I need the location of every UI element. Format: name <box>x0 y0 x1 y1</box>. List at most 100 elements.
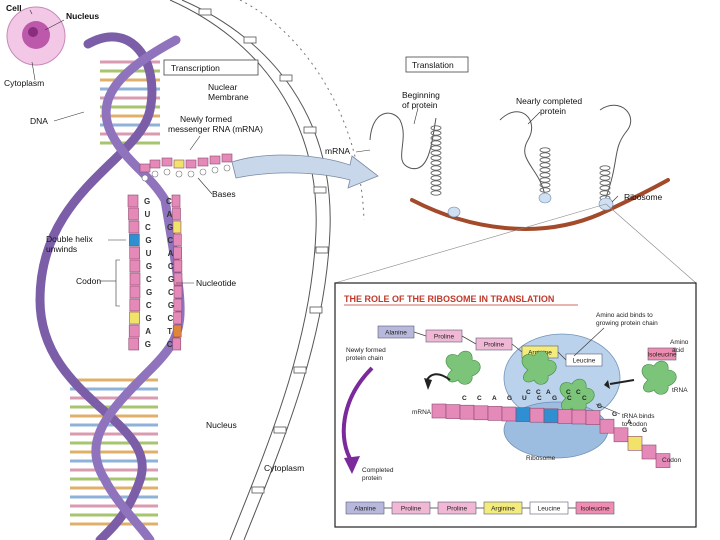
dna-nucleotide <box>173 246 182 260</box>
mrna-new-line1: Newly formed <box>180 114 232 124</box>
protein-coil <box>430 150 442 156</box>
protein-coil <box>430 125 442 131</box>
ribosome-label: Ribosome <box>624 192 663 202</box>
codon-base-letter: G <box>612 411 617 418</box>
newly-formed-chain-line2: protein chain <box>346 355 384 362</box>
protein-coil <box>599 190 611 196</box>
codon-bracket <box>115 259 120 307</box>
bases-label: Bases <box>212 189 236 199</box>
protein-coil <box>539 147 551 153</box>
protein-coil <box>430 140 442 146</box>
completed-amino-box <box>575 501 615 515</box>
dna-base-letter: C <box>168 262 174 271</box>
mrna-nucleotide <box>129 311 140 325</box>
trna-binds-line1: tRNA binds <box>622 413 655 420</box>
inset-mrna-nucleotide <box>557 409 573 424</box>
beginning-protein-label: Beginning of protein <box>402 90 442 110</box>
inset-mrna-nucleotide <box>431 403 447 419</box>
membrane-pore <box>303 126 317 134</box>
base-circle <box>175 170 183 178</box>
mrna-base-letter: A <box>145 327 151 336</box>
dna-nucleotide <box>173 298 183 312</box>
dna-nucleotide <box>173 233 182 247</box>
transcription-label: Transcription <box>171 63 220 73</box>
membrane-pore <box>293 366 307 374</box>
nuclear-membrane-line2: Membrane <box>208 92 249 102</box>
membrane-pore <box>198 8 212 16</box>
inset-mrna-nucleotide <box>459 404 475 420</box>
amino-binds-label: Amino acid binds to growing protein chai… <box>596 312 658 327</box>
inset-mrna-nucleotide <box>445 404 461 419</box>
newly-formed-chain-line1: Newly formed <box>346 347 386 354</box>
mrna-tail-segment <box>197 157 209 167</box>
trna-molecules <box>445 350 677 413</box>
nucleus-bottom-label: Nucleus <box>206 420 237 430</box>
translation-leaders <box>355 107 619 203</box>
inset-mrna-nucleotide <box>655 453 671 468</box>
amino-acid-box-label: Alanine <box>385 330 407 337</box>
protein-coil <box>599 180 611 186</box>
codon-base-letter: C <box>537 395 542 402</box>
inset-mrna-nucleotide <box>571 409 587 425</box>
codon-base-letter: C <box>582 395 587 402</box>
mrna-base-letter: G <box>146 262 152 271</box>
inset-mrna-label: mRNA <box>412 409 432 416</box>
dna-base-letter: C <box>168 314 174 323</box>
dna-base-letter: G <box>167 223 173 232</box>
dna-base-letter: C <box>167 340 173 349</box>
dna-base-letter: G <box>168 301 174 310</box>
translation-label: Translation <box>412 60 454 70</box>
anticodon-letter: C <box>566 389 571 396</box>
membrane-pore <box>313 186 327 194</box>
free-amino-box <box>647 347 677 361</box>
completed-protein-line1: Completed <box>362 467 394 474</box>
codon-base-letter: G <box>507 395 512 402</box>
ribosome-inset: THE ROLE OF THE RIBOSOME IN TRANSLATION … <box>334 282 697 528</box>
inset-mrna-nucleotide <box>515 407 531 422</box>
trna-entry-arrow <box>609 379 635 385</box>
completed-amino-box-label: Alanine <box>354 506 376 513</box>
nearly-completed-line2: protein <box>540 106 566 116</box>
mrna-new-line2: messenger RNA (mRNA) <box>168 124 263 134</box>
membrane-pore <box>309 306 323 314</box>
mrna-tail-segment <box>161 157 173 167</box>
dna-nucleotide <box>173 272 183 286</box>
newly-formed-chain-label: Newly formed protein chain <box>346 347 388 362</box>
peptide-bond <box>413 331 427 337</box>
codon-base-letter: A <box>492 395 497 402</box>
protein-coil <box>599 185 611 191</box>
membrane-pores <box>198 8 329 494</box>
mrna-base-letter: G <box>145 236 151 245</box>
amino-acid-line2: acid <box>672 347 684 354</box>
protein-coil <box>430 160 442 166</box>
mrna-nucleotide <box>129 246 140 260</box>
mrna-tail-segment <box>173 159 185 169</box>
chain-release-arrow <box>341 366 374 464</box>
base-circle <box>223 164 231 172</box>
inset-mrna-nucleotide <box>613 427 629 443</box>
trna-binds-leader <box>595 403 621 415</box>
completed-protein-line2: protein <box>362 475 382 482</box>
base-circle <box>187 170 195 178</box>
inset-mrna-nucleotide <box>501 406 517 422</box>
peptide-bond <box>557 351 567 361</box>
mrna-leader <box>189 135 201 151</box>
mrna-base-letter: C <box>146 301 152 310</box>
mrna-nucleotide <box>129 285 141 299</box>
mrna-nucleotide <box>129 272 141 286</box>
protein-coil <box>430 175 442 181</box>
anticodon-letter: C <box>576 389 581 396</box>
mrna-nucleotide <box>129 233 140 247</box>
dna-nucleotide <box>173 259 183 273</box>
dna-base-letter: C <box>168 288 174 297</box>
protein-coil <box>539 167 551 173</box>
mrna-base-letter: G <box>145 340 151 349</box>
dna-leader <box>53 111 85 122</box>
beginning-protein-line1: Beginning <box>402 90 440 100</box>
mrna-tail-segment <box>149 159 161 169</box>
dna-nucleotide <box>171 194 181 208</box>
protein-coil <box>430 185 442 191</box>
dna-nucleotide <box>173 311 182 325</box>
